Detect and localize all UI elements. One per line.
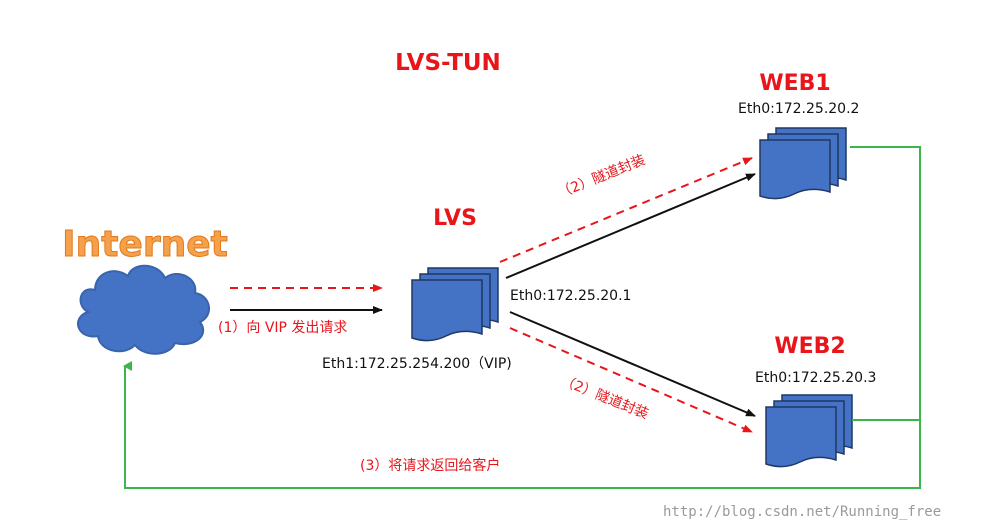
lvs-label: LVS <box>433 206 477 231</box>
reply-path-line <box>123 146 921 489</box>
web1-eth0-label: Eth0:172.25.20.2 <box>738 101 859 117</box>
lvs-server-stack-icon <box>411 267 499 342</box>
diagram-title: LVS-TUN <box>395 50 501 76</box>
internet-label: Internet <box>62 224 228 265</box>
tunnel-dashed-arrow-web2 <box>509 327 753 433</box>
forward-solid-arrow-web2 <box>509 311 756 417</box>
cloud-icon <box>76 264 210 355</box>
web2-eth0-label: Eth0:172.25.20.3 <box>755 370 876 386</box>
tunnel-dashed-arrow-web1 <box>499 157 753 263</box>
lvs-eth0-label: Eth0:172.25.20.1 <box>510 288 631 304</box>
step-reply-label: (3）将请求返回给客户 <box>360 457 500 474</box>
step-request-label: (1）向 VIP 发出请求 <box>218 320 347 336</box>
forward-solid-arrow-web1 <box>505 173 756 279</box>
watermark-text: http://blog.csdn.net/Running_free <box>663 504 941 520</box>
lvs-eth1-label: Eth1:172.25.254.200（VIP) <box>322 356 512 372</box>
web1-label: WEB1 <box>759 71 830 96</box>
web2-label: WEB2 <box>774 334 845 359</box>
web1-server-stack-icon <box>759 127 847 200</box>
web2-server-stack-icon <box>765 394 853 468</box>
step-tunnel-top-label: （2）隧道封装 <box>556 152 648 202</box>
step-tunnel-bottom-label: （2）隧道封装 <box>559 373 651 423</box>
